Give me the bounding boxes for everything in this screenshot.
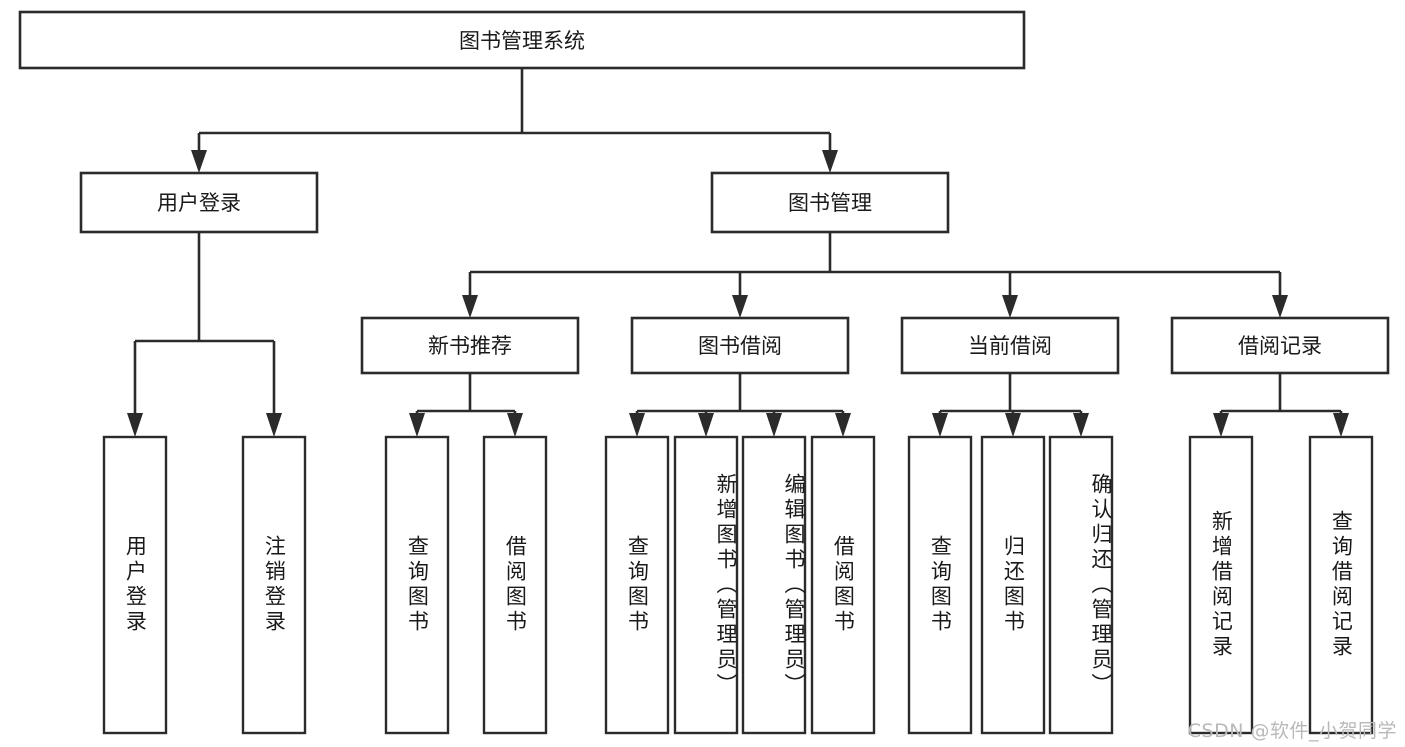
node-book-management-rect[interactable] [710, 171, 950, 234]
node-borrow-record-label: 借阅记录 [1238, 334, 1322, 358]
arrow-head-leaf-user-login [127, 413, 143, 437]
node-leaf-add-borrow-record-rect[interactable] [1188, 435, 1254, 735]
connector-layer [127, 68, 1349, 437]
node-borrow-record-rect[interactable] [1170, 316, 1390, 375]
node-user-login-label: 用户登录 [157, 191, 241, 215]
node-current-borrow[interactable]: 当前借阅 [900, 316, 1120, 375]
node-leaf-add-book-admin-rect[interactable] [673, 435, 739, 735]
arrow-head-borrow-record [1272, 295, 1288, 318]
node-leaf-return-book-rect[interactable] [980, 435, 1046, 735]
node-book-management[interactable]: 图书管理 [710, 171, 950, 234]
arrow-head-leaf-query-borrow-record [1333, 413, 1349, 437]
arrow-head-leaf-edit-book-admin [766, 413, 782, 437]
node-book-borrow-rect[interactable] [630, 316, 850, 375]
node-new-book-recommend[interactable]: 新书推荐 [360, 316, 580, 375]
arrow-head-leaf-query-book-current [932, 413, 948, 437]
node-user-login-rect[interactable] [79, 171, 319, 234]
arrow-head-leaf-add-book-admin [698, 413, 714, 437]
node-new-book-recommend-label: 新书推荐 [428, 334, 512, 358]
arrow-head-leaf-logout [266, 413, 282, 437]
arrow-head-current-borrow [1002, 295, 1018, 318]
csdn-watermark: CSDN @软件_小贺同学 [1187, 720, 1397, 742]
arrow-head-leaf-query-book-borrow [629, 413, 645, 437]
node-leaf-logout-rect[interactable] [241, 435, 307, 735]
node-root-label: 图书管理系统 [459, 29, 585, 53]
node-leaf-query-book-current-rect[interactable] [907, 435, 973, 735]
node-current-borrow-label: 当前借阅 [968, 334, 1052, 358]
node-leaf-query-borrow-record-rect[interactable] [1308, 435, 1374, 735]
node-book-borrow[interactable]: 图书借阅 [630, 316, 850, 375]
arrow-head-user-login [191, 150, 207, 173]
node-leaf-query-book-recommend-rect[interactable] [384, 435, 450, 735]
arrow-head-book-borrow [732, 295, 748, 318]
node-leaf-borrow-book-rect[interactable] [810, 435, 876, 735]
arrow-head-leaf-borrow-book-recommend [507, 413, 523, 437]
node-new-book-recommend-rect[interactable] [360, 316, 580, 375]
node-book-management-label: 图书管理 [788, 191, 872, 215]
node-borrow-record[interactable]: 借阅记录 [1170, 316, 1390, 375]
arrow-head-new-book [462, 295, 478, 318]
node-current-borrow-rect[interactable] [900, 316, 1120, 375]
node-leaf-user-login-rect[interactable] [102, 435, 168, 735]
node-user-login[interactable]: 用户登录 [79, 171, 319, 234]
arrow-head-leaf-borrow-book [835, 413, 851, 437]
arrow-head-leaf-query-book-recommend [409, 413, 425, 437]
node-book-borrow-label: 图书借阅 [698, 334, 782, 358]
node-leaf-confirm-return-admin-rect[interactable] [1048, 435, 1114, 735]
arrow-head-leaf-add-borrow-record [1213, 413, 1229, 437]
node-root[interactable]: 图书管理系统 [18, 10, 1026, 70]
arrow-head-leaf-return-book [1005, 413, 1021, 437]
arrow-head-leaf-confirm-return-admin [1073, 413, 1089, 437]
node-leaf-query-book-borrow-rect[interactable] [604, 435, 670, 735]
node-layer: 图书管理系统 用户登录 图书管理 新书推荐 图书借阅 当前 [18, 10, 1390, 735]
arrow-head-book-management [822, 150, 838, 173]
node-root-rect[interactable] [18, 10, 1026, 70]
node-leaf-edit-book-admin-rect[interactable] [741, 435, 807, 735]
node-leaf-borrow-book-recommend-rect[interactable] [482, 435, 548, 735]
